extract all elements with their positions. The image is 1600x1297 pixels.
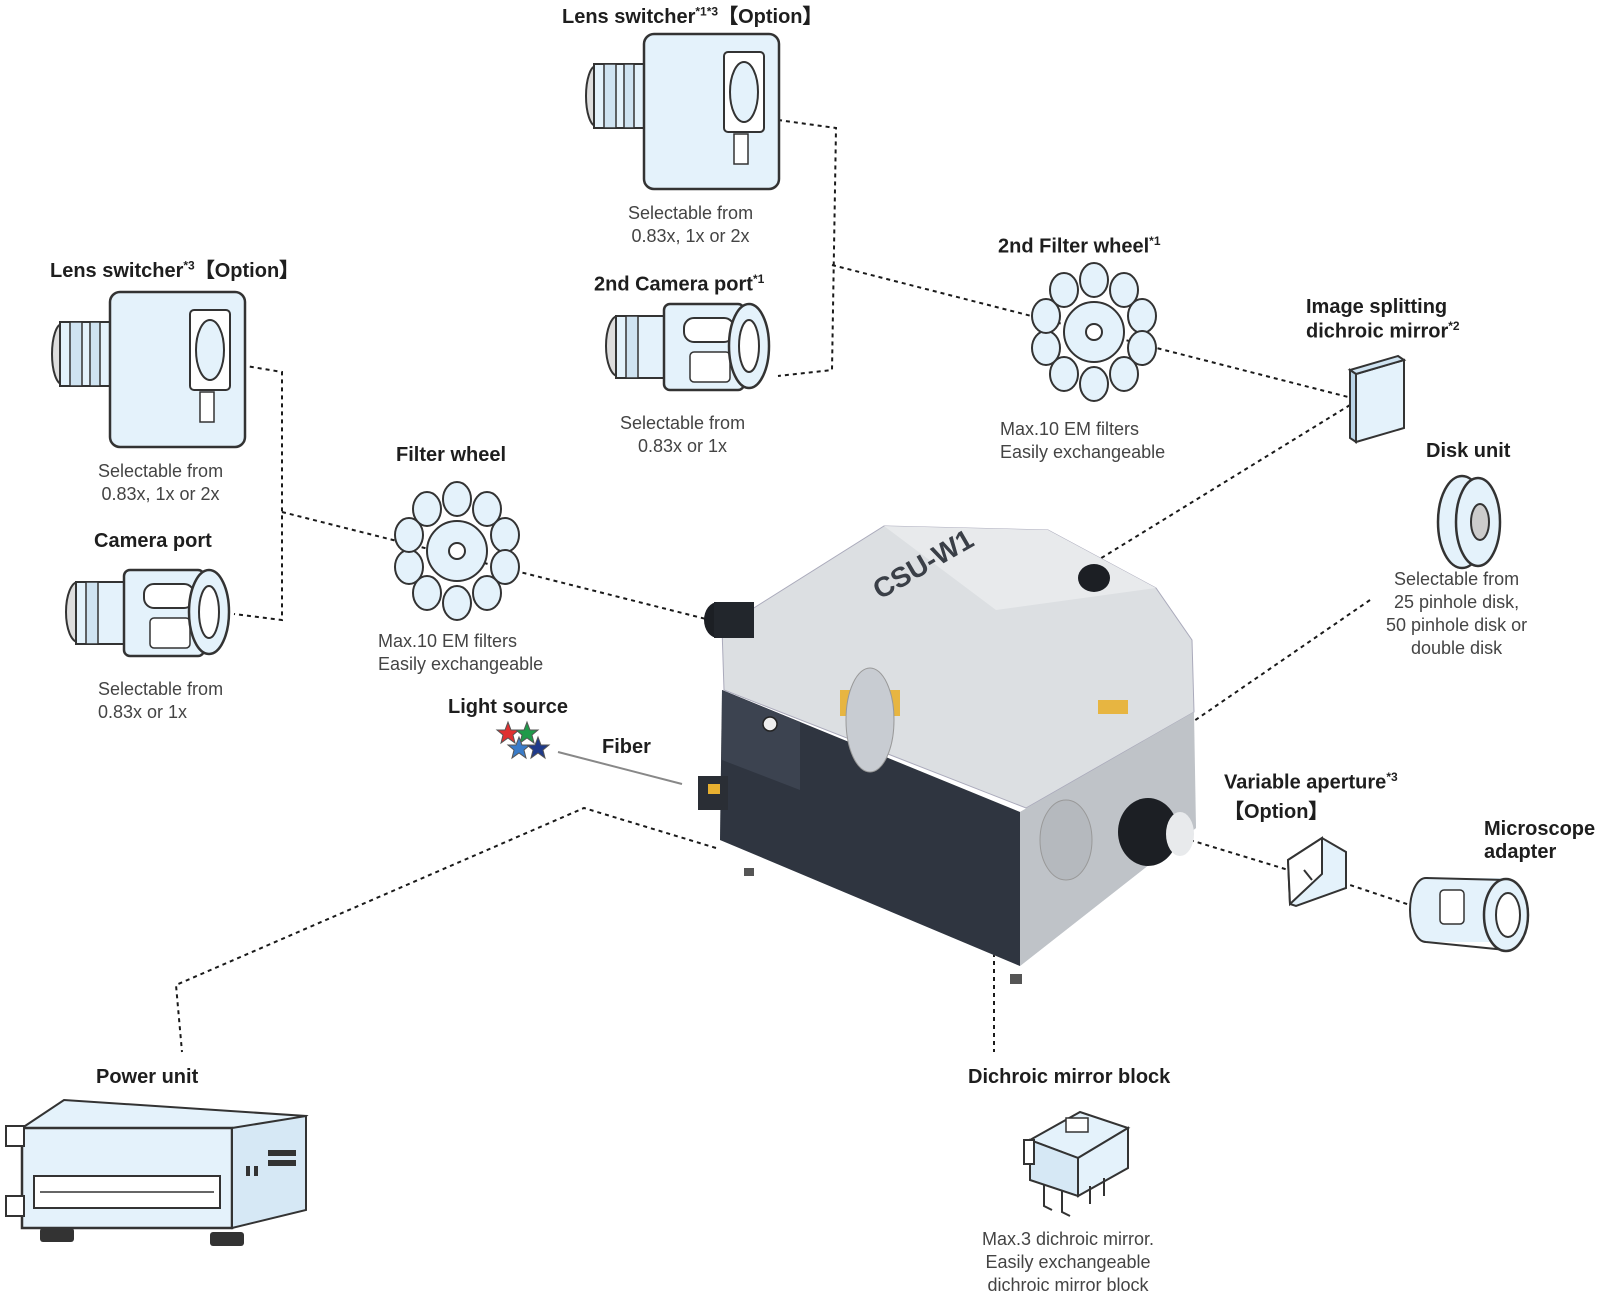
variable-aperture-title: Variable aperture*3【Option】 <box>1224 770 1398 823</box>
filter-wheel-2nd-drawing <box>1031 262 1157 402</box>
light-source-stars <box>495 720 551 760</box>
lens-switcher-top-drawing <box>584 32 781 191</box>
star-navy-icon <box>525 735 551 760</box>
camera-port-title: Camera port <box>94 530 212 552</box>
connector-power-unit <box>174 806 717 1053</box>
filter-wheel-2nd-title: 2nd Filter wheel*1 <box>998 234 1161 258</box>
connector-filter-wheel <box>281 511 711 621</box>
power-unit-title: Power unit <box>96 1066 199 1088</box>
disk-unit-drawing <box>1436 474 1502 570</box>
fiber-title: Fiber <box>602 736 651 758</box>
connector-filter-wheel-2nd <box>831 264 1353 399</box>
connector-lines <box>174 119 1411 1053</box>
filter-wheel-title: Filter wheel <box>396 444 507 466</box>
lens-switcher-top-title: Lens switcher*1*3【Option】 <box>562 4 823 28</box>
connector-left-bracket <box>233 363 283 622</box>
camera-port-2nd-title: 2nd Camera port*1 <box>594 272 765 296</box>
dichroic-block-desc: Max.3 dichroic mirror.Easily exchangeabl… <box>982 1229 1155 1295</box>
dichroic-block-drawing <box>1023 1110 1131 1217</box>
csu-w1-unit-drawing: CSU-W1 <box>698 523 1196 984</box>
connector-microscope-adapter <box>1334 879 1411 906</box>
image-splitting-mirror-drawing <box>1347 354 1407 444</box>
light-source-title: Light source <box>448 696 569 718</box>
power-unit-drawing <box>5 1098 309 1246</box>
star-red-icon <box>495 720 521 745</box>
lens-switcher-left-drawing <box>50 290 247 449</box>
disk-unit-title: Disk unit <box>1426 440 1511 462</box>
connector-top-bracket <box>777 119 838 377</box>
dichroic-block-title: Dichroic mirror block <box>968 1066 1171 1088</box>
connector-variable-aperture <box>1189 839 1296 873</box>
filter-wheel-drawing <box>394 481 520 621</box>
variable-aperture-drawing <box>1286 836 1347 908</box>
star-green-icon <box>514 720 540 745</box>
connector-image-splitting <box>1089 404 1351 566</box>
lens-switcher-left-title: Lens switcher*3【Option】 <box>50 258 300 282</box>
fiber-line <box>557 751 683 785</box>
camera-port-2nd-drawing <box>604 302 771 392</box>
microscope-adapter-drawing <box>1409 877 1530 953</box>
camera-port-drawing <box>64 568 231 658</box>
